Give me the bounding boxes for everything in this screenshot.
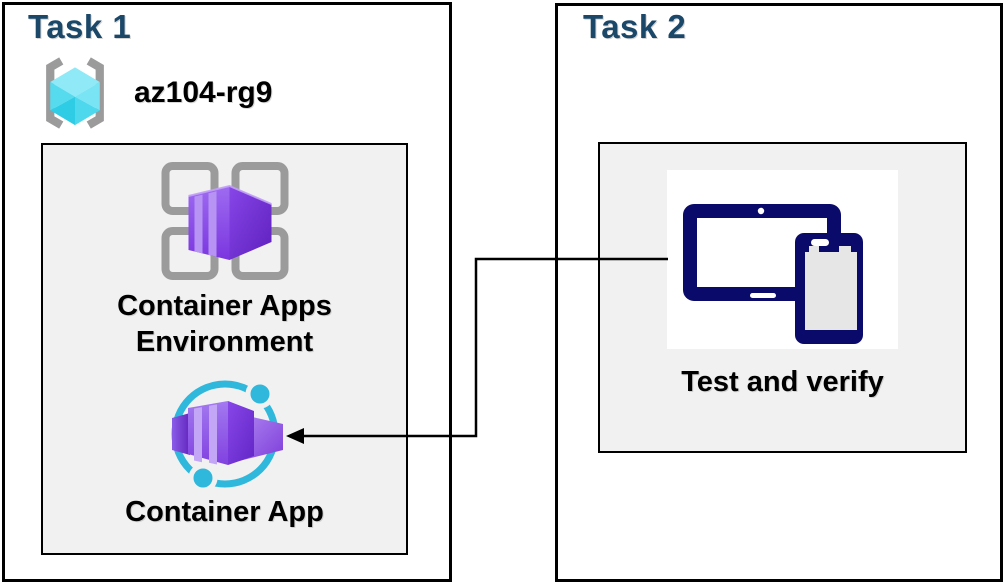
container-app-icon — [171, 379, 283, 493]
task2-box: Task 2 Test and verify — [555, 3, 1003, 582]
task2-inner-box: Test and verify — [598, 142, 967, 453]
container-apps-environment-icon — [161, 162, 288, 280]
test-icon-background — [667, 170, 898, 349]
test-and-verify-icon — [683, 204, 863, 344]
task1-box: Task 1 az104-rg9 — [2, 2, 452, 582]
resource-group-name: az104-rg9 — [134, 76, 273, 109]
task2-title: Task 2 — [583, 8, 687, 45]
resource-group-icon — [46, 57, 104, 129]
task1-inner-box: Container Apps Environment — [41, 143, 408, 555]
test-and-verify-label: Test and verify — [681, 366, 884, 398]
task1-title: Task 1 — [28, 8, 132, 45]
resource-group-row: az104-rg9 — [31, 54, 272, 132]
environment-label: Container Apps Environment — [117, 290, 332, 358]
container-app-label: Container App — [125, 496, 324, 528]
